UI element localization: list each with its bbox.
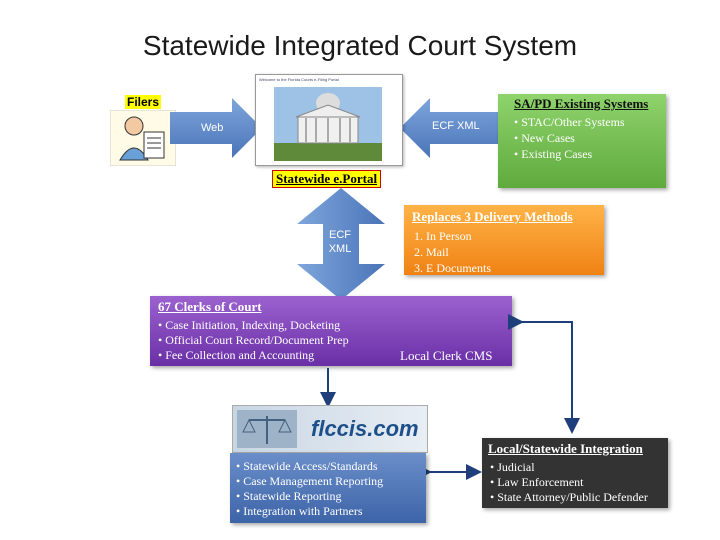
- clerks-label: 67 Clerks of Court: [158, 299, 262, 314]
- web-flow-arrows: [170, 98, 502, 158]
- clerks-item: • Case Initiation, Indexing, Docketing: [158, 318, 341, 332]
- ecf-vertical-label-line2: XML: [328, 243, 352, 255]
- sapd-box: SA/PD Existing Systems • STAC/Other Syst…: [498, 94, 666, 188]
- flccis-logo-text: flccis.com: [311, 416, 419, 441]
- local-clerk-cms-label: Local Clerk CMS: [400, 348, 493, 363]
- integration-box: Local/Statewide Integration • Judicial •…: [482, 438, 668, 508]
- sapd-label: SA/PD Existing Systems: [514, 96, 649, 111]
- sapd-list: • STAC/Other Systems • New Cases • Exist…: [514, 114, 625, 162]
- ecf-xml-arrow: [400, 98, 502, 158]
- portal-screenshot-caption: Welcome to the Florida Courts e-Filing P…: [259, 77, 339, 82]
- flccis-logo: flccis.com: [232, 405, 428, 453]
- replaces-item: 2. Mail: [414, 245, 449, 259]
- replaces-list: 1. In Person 2. Mail 3. E Documents: [414, 228, 491, 276]
- ecf-vertical-label-line1: ECF: [329, 229, 351, 241]
- courthouse-image: [274, 87, 382, 161]
- flccis-item: • Integration with Partners: [236, 504, 363, 518]
- web-arrow: [170, 98, 262, 158]
- replaces-box: Replaces 3 Delivery Methods 1. In Person…: [404, 205, 604, 275]
- flccis-item: • Statewide Reporting: [236, 489, 342, 503]
- replaces-item: 1. In Person: [414, 229, 472, 243]
- sapd-item: • Existing Cases: [514, 147, 593, 161]
- replaces-label: Replaces 3 Delivery Methods: [412, 209, 573, 224]
- integration-item: • Law Enforcement: [490, 475, 584, 489]
- sapd-item: • STAC/Other Systems: [514, 115, 625, 129]
- sapd-item: • New Cases: [514, 131, 575, 145]
- flccis-item: • Statewide Access/Standards: [236, 459, 378, 473]
- filers-label: Filers: [125, 95, 162, 109]
- flccis-list: • Statewide Access/Standards • Case Mana…: [236, 459, 383, 519]
- integration-list: • Judicial • Law Enforcement • State Att…: [490, 460, 648, 505]
- clerks-box: 67 Clerks of Court • Case Initiation, In…: [150, 296, 512, 366]
- ecf-xml-arrow-label: ECF XML: [432, 120, 480, 132]
- integration-label: Local/Statewide Integration: [488, 441, 643, 456]
- filer-person-icon: [110, 110, 176, 166]
- scales-icon: [237, 410, 297, 448]
- clerks-item: • Official Court Record/Document Prep: [158, 333, 349, 347]
- flccis-item: • Case Management Reporting: [236, 474, 384, 488]
- eportal-label: Statewide e.Portal: [272, 170, 382, 188]
- integration-item: • State Attorney/Public Defender: [490, 490, 648, 504]
- clerks-item: • Fee Collection and Accounting: [158, 348, 315, 362]
- web-arrow-label: Web: [201, 122, 224, 134]
- clerks-list: • Case Initiation, Indexing, Docketing •…: [158, 318, 349, 363]
- portal-screenshot: Welcome to the Florida Courts e-Filing P…: [255, 74, 403, 166]
- integration-item: • Judicial: [490, 460, 535, 474]
- replaces-item: 3. E Documents: [414, 261, 491, 275]
- page-title: Statewide Integrated Court System: [142, 30, 578, 61]
- flccis-box: • Statewide Access/Standards • Case Mana…: [230, 453, 426, 523]
- ecf-xml-vertical-arrow: [297, 188, 385, 300]
